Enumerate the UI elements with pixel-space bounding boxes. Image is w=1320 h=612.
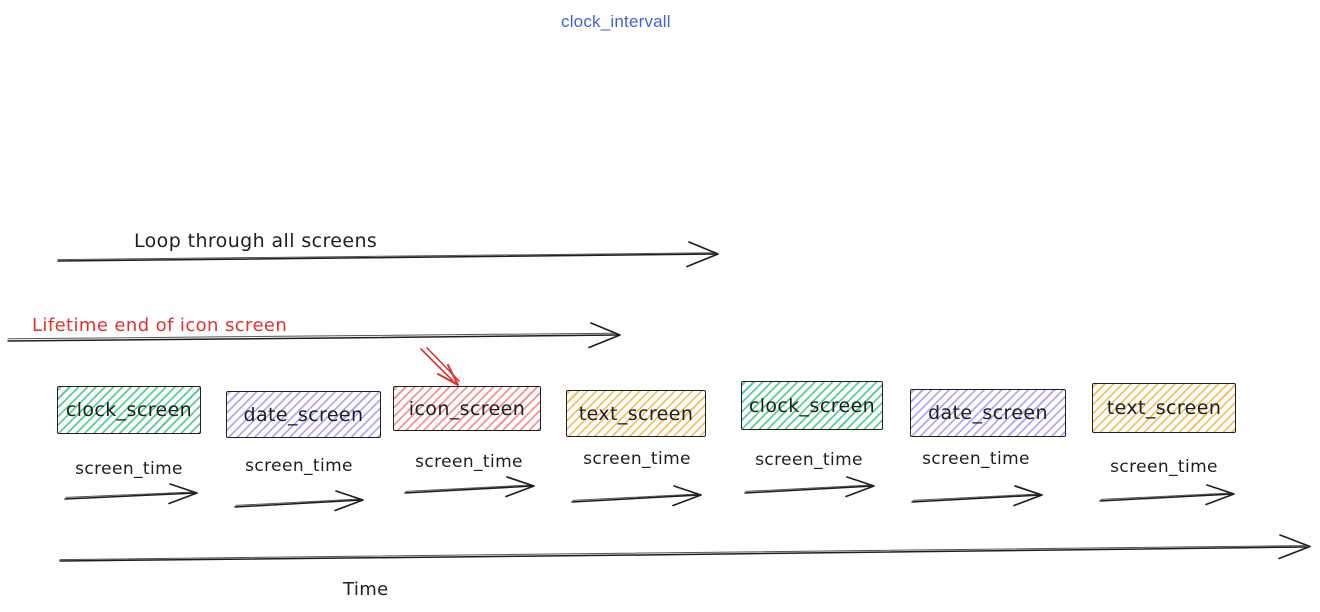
loop-arrow-label: Loop through all screens [134,230,378,252]
screen-time-label-3: screen_time [415,452,523,472]
time-axis-label: Time [343,579,389,600]
screen-time-label-6: screen_time [922,449,1030,469]
screen-box-icon: icon_screen [393,386,541,431]
screen-time-arrow-4 [571,485,702,507]
screen-time-label-2: screen_time [245,456,353,476]
lifetime-arrow-label: Lifetime end of icon screen [32,315,288,336]
screen-time-arrow-1 [64,483,198,505]
screen-box-text-1: text_screen [566,390,706,437]
screen-time-arrow-3 [404,476,535,498]
screen-time-label-1: screen_time [75,459,183,479]
icon-screen-pointer-arrow [420,347,460,386]
diagram-title: clock_intervall [561,12,671,31]
screen-time-label-5: screen_time [755,450,863,470]
screen-time-arrow-2 [234,490,364,512]
screen-time-arrow-6 [911,485,1043,507]
screen-time-label-4: screen_time [583,449,691,469]
screen-box-label: icon_screen [408,397,526,420]
screen-box-date-1: date_screen [226,391,381,438]
screen-box-label: text_screen [578,402,694,425]
screen-box-label: date_screen [243,403,364,426]
screen-box-text-2: text_screen [1092,383,1236,433]
screen-time-arrow-7 [1099,484,1235,506]
time-axis-arrow [59,534,1311,562]
screen-time-arrow-5 [744,476,875,498]
screen-box-label: clock_screen [65,399,193,421]
screen-box-clock-1: clock_screen [57,386,201,434]
screen-box-label: date_screen [928,402,1048,424]
screen-box-clock-2: clock_screen [741,381,883,430]
screen-box-label: clock_screen [748,394,876,417]
screen-time-label-7: screen_time [1110,457,1218,477]
screen-box-date-2: date_screen [910,389,1066,437]
screen-box-label: text_screen [1106,397,1222,419]
loop-arrow [57,241,719,268]
lifetime-arrow [7,322,621,349]
